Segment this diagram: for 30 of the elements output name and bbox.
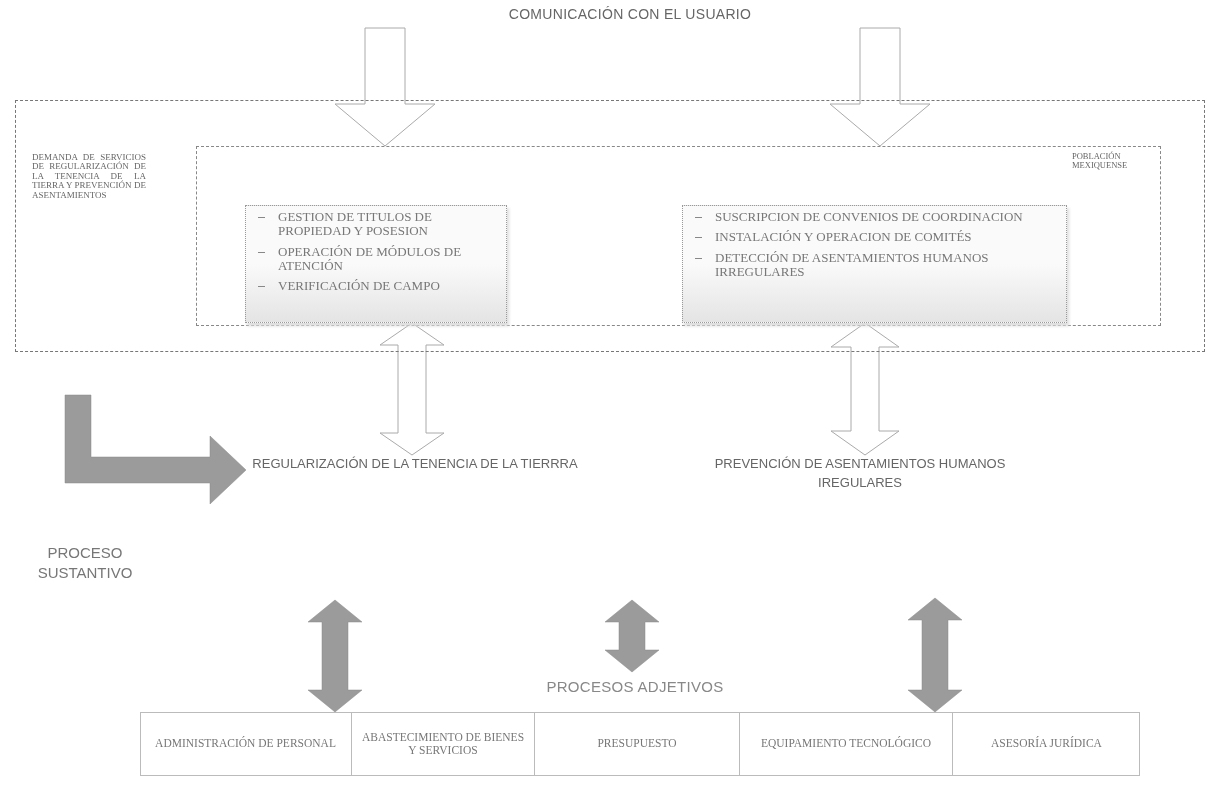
block-arrow xyxy=(829,27,931,147)
table-cell: EQUIPAMIENTO TECNOLÓGICO xyxy=(740,712,953,776)
table-cell: ASESORÍA JURÍDICA xyxy=(953,712,1140,776)
block-arrow xyxy=(334,27,436,147)
double-block-arrow xyxy=(604,599,660,673)
table-cell: PRESUPUESTO xyxy=(535,712,740,776)
double-block-arrow xyxy=(379,322,445,456)
double-block-arrow xyxy=(830,322,900,456)
double-block-arrow xyxy=(307,599,363,713)
activity-box xyxy=(682,205,1067,323)
table-cell: ABASTECIMIENTO DE BIENES Y SERVICIOS xyxy=(352,712,535,776)
double-block-arrow xyxy=(907,597,963,713)
activity-item: DETECCIÓN DE ASENTAMIENTOS HUMANOS IRREGULARES xyxy=(691,250,1058,280)
dashed-boundary xyxy=(15,100,1205,352)
activity-item: SUSCRIPCION DE CONVENIOS DE COORDINACION xyxy=(691,210,1058,225)
table-cell: ADMINISTRACIÓN DE PERSONAL xyxy=(140,712,352,776)
bent-block-arrow xyxy=(64,394,247,505)
activity-item: GESTION DE TITULOS DE PROPIEDAD Y POSESION xyxy=(254,210,498,239)
side-label: PROCESO SUSTANTIVO xyxy=(36,543,134,584)
group-heading: PROCESOS ADJETIVOS xyxy=(545,678,725,695)
activity-box xyxy=(245,205,507,323)
diagram-title: COMUNICACIÓN CON EL USUARIO xyxy=(320,6,940,28)
process-title: PREVENCIÓN DE ASENTAMIENTOS HUMANOS IREGULARES xyxy=(690,455,1030,500)
boundary-label: DEMANDA DE SERVICIOS DE REGULARIZACIÓN DE LA TENENCIA DE LA TIERRA Y PREVENCIÓN DE ASENTAMIENTOS xyxy=(32,153,146,201)
process-title: REGULARIZACIÓN DE LA TENENCIA DE LA TIERRRA xyxy=(250,455,580,500)
dashed-boundary xyxy=(196,146,1161,326)
activity-item: INSTALACIÓN Y OPERACION DE COMITÉS xyxy=(691,230,1058,245)
boundary-label: POBLACIÓN MEXIQUENSE xyxy=(1072,152,1129,170)
activity-item: OPERACIÓN DE MÓDULOS DE ATENCIÓN xyxy=(254,244,498,274)
activity-item: VERIFICACIÓN DE CAMPO xyxy=(254,279,498,294)
